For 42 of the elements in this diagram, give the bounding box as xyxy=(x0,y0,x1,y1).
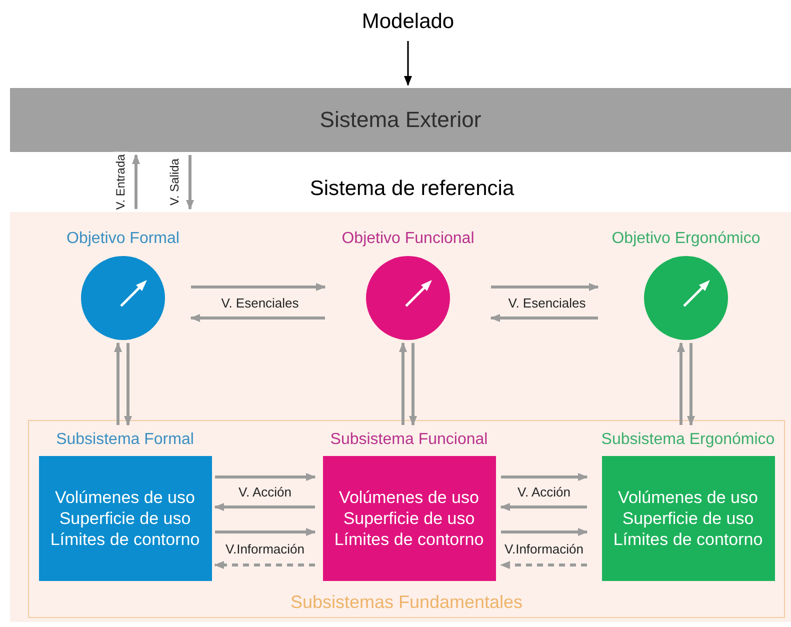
edge-label: V. Acción xyxy=(516,484,572,500)
reference-panel xyxy=(10,212,791,622)
arrow xyxy=(501,473,588,481)
arrow xyxy=(677,342,685,425)
arrow xyxy=(214,503,315,511)
node-label: Modelado xyxy=(340,6,476,38)
edge-label: V.Información xyxy=(224,542,306,556)
arrow xyxy=(687,343,695,426)
edge-label: V.Información xyxy=(502,542,586,556)
content-box: Volúmenes de uso Superficie de uso Límites de contorno xyxy=(38,456,212,581)
arrow xyxy=(191,283,326,291)
arrow xyxy=(186,155,194,210)
subsystem-heading: Subsistema Formal xyxy=(56,430,194,450)
arrow xyxy=(124,343,132,426)
arrow xyxy=(215,528,316,536)
arrow xyxy=(190,314,325,322)
arrow xyxy=(399,342,407,425)
content-box: Volúmenes de uso Superficie de uso Límites de contorno xyxy=(602,456,774,581)
subsystem-heading: Subsistema Funcional xyxy=(330,430,488,450)
arrow xyxy=(404,41,412,86)
objective-heading: Objetivo Funcional xyxy=(342,229,474,249)
arrow xyxy=(501,528,588,536)
arrow xyxy=(500,503,587,511)
system-band: Sistema Exterior xyxy=(10,88,791,152)
edge-label: V. Esenciales xyxy=(219,296,301,310)
arrow xyxy=(491,283,599,291)
objective-heading: Objetivo Ergonómico xyxy=(612,229,760,249)
arrow xyxy=(214,561,315,569)
group-title: Subsistemas Fundamentales xyxy=(289,592,524,613)
arrow xyxy=(215,473,316,481)
objective-heading: Objetivo Formal xyxy=(66,229,180,249)
edge-label: V. Acción xyxy=(236,484,294,500)
arrow xyxy=(490,314,598,322)
content-box: Volúmenes de uso Superficie de uso Límites de contorno xyxy=(322,456,496,581)
arrow xyxy=(500,561,587,569)
arrow xyxy=(409,343,417,426)
group-frame xyxy=(28,420,785,618)
arrow xyxy=(132,154,140,209)
arrow xyxy=(114,342,122,425)
subsystem-heading: Subsistema Ergonómico xyxy=(601,430,775,450)
section-heading: Sistema de referencia xyxy=(310,177,514,201)
edge-label: V. Esenciales xyxy=(506,296,588,310)
